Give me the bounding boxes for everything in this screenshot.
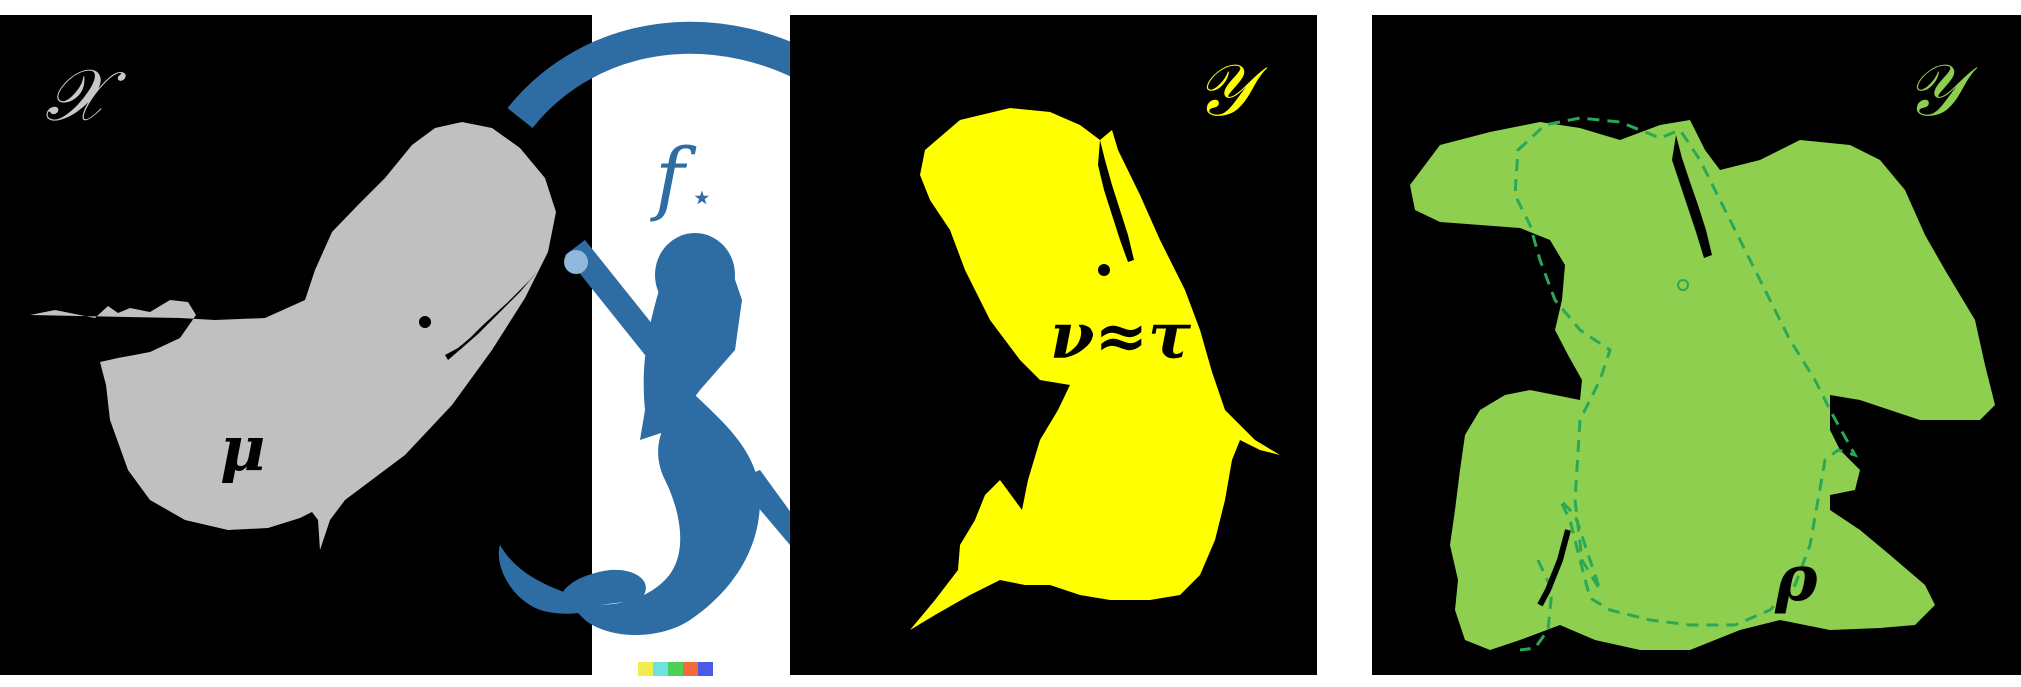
- map-label-star: ⋆: [690, 175, 714, 219]
- mermaid-pencil-upper: [565, 240, 665, 355]
- learned-panel: 𝒴 ρ: [1372, 15, 2021, 675]
- source-whale-teeth: [445, 270, 538, 360]
- palette-swatch-5: [698, 662, 713, 676]
- learned-whale-eye: [1677, 279, 1689, 291]
- learned-tail-cut: [1537, 529, 1571, 607]
- source-whale-eye: [419, 316, 431, 328]
- learned-whale-outline: [1513, 116, 1859, 627]
- palette-swatch-4: [683, 662, 698, 676]
- target-whale-teeth: [1098, 140, 1134, 262]
- palette-swatch-3: [668, 662, 683, 676]
- source-whale-shape: [30, 122, 556, 550]
- palette-swatch-1: [638, 662, 653, 676]
- source-panel: 𝒳 μ: [0, 15, 592, 675]
- target-whale-eye: [1098, 264, 1110, 276]
- learned-tail-outline: [1519, 559, 1554, 652]
- learned-measure-label: ρ: [1774, 541, 1818, 616]
- learned-whale-teeth: [1672, 135, 1712, 258]
- pencil-eraser: [564, 250, 588, 274]
- mermaid-tail: [565, 390, 760, 635]
- target-panel: 𝒴 ν≈τ: [790, 15, 1317, 675]
- source-measure-label: μ: [220, 412, 265, 485]
- palette-swatch-2: [653, 662, 668, 676]
- target-measure-label: ν≈τ: [1050, 299, 1192, 374]
- palette-strip: [638, 662, 713, 676]
- mermaid-torso: [640, 265, 742, 440]
- target-whale-shape: [910, 108, 1280, 630]
- mermaid-fin-right: [559, 569, 646, 610]
- learned-blob-shape: [1410, 120, 1995, 650]
